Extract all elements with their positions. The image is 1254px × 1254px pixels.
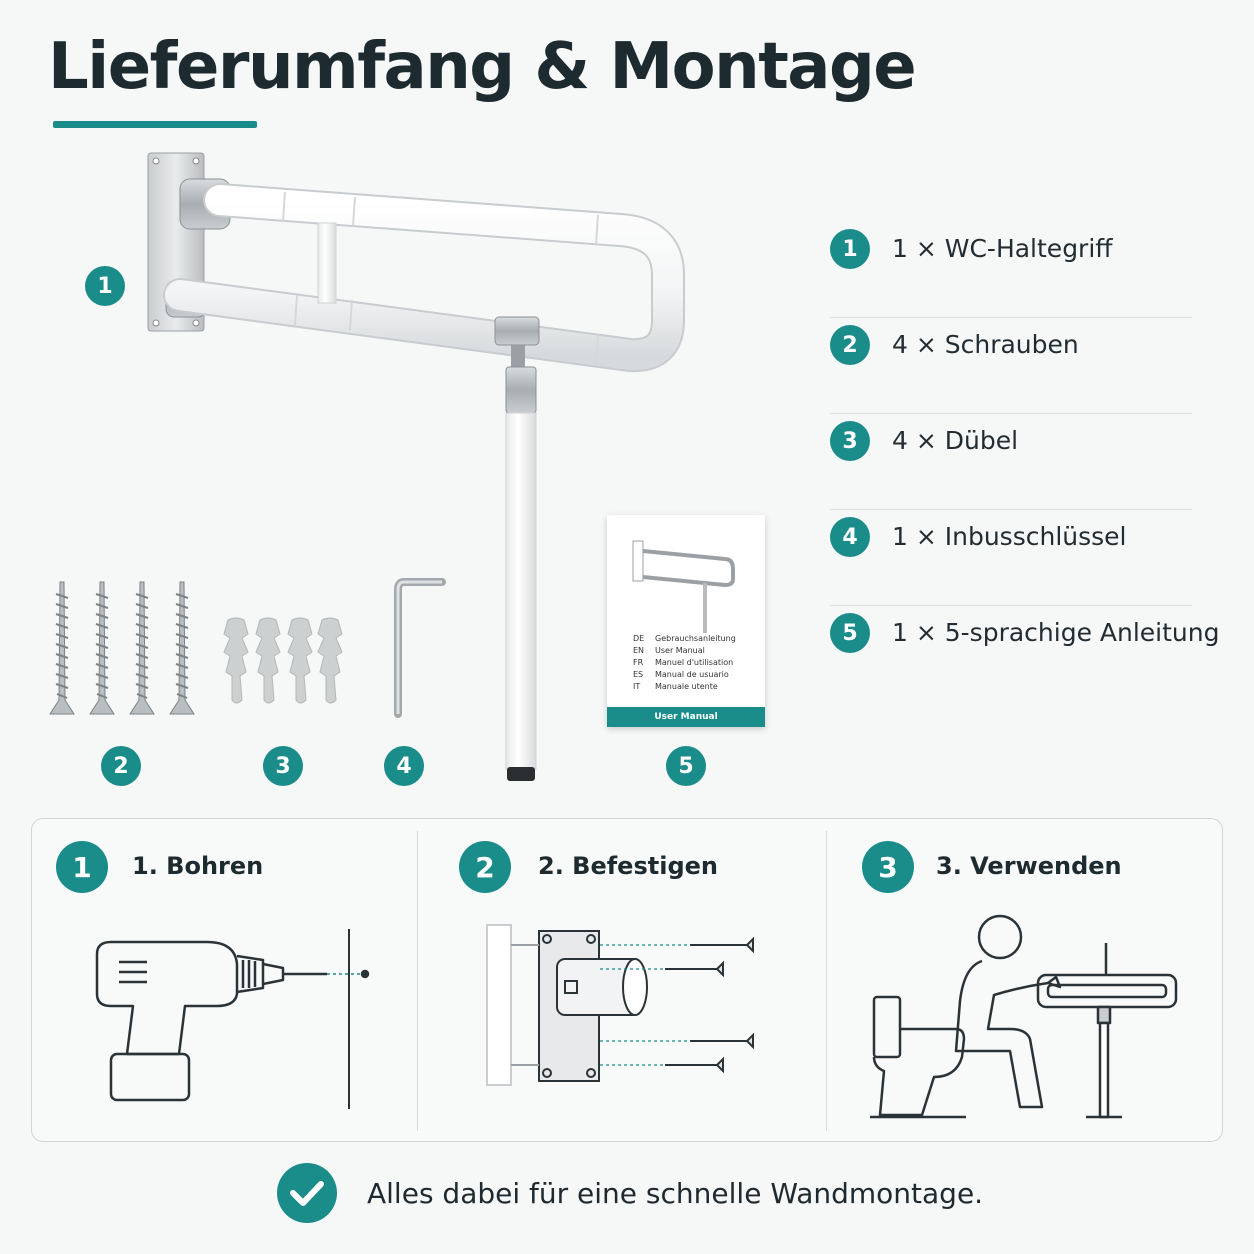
item-marker-4: 4 xyxy=(384,746,424,786)
step-number-badge: 3 xyxy=(862,841,914,893)
title-underline xyxy=(53,121,257,128)
checkmark-glyph xyxy=(290,1181,324,1206)
list-item: 5 1 × 5-sprachige Anleitung xyxy=(830,606,1219,701)
list-number-badge: 5 xyxy=(830,613,870,653)
list-item-label: 1 × Inbusschlüssel xyxy=(892,522,1127,551)
list-item: 1 1 × WC-Haltegriff xyxy=(830,222,1192,318)
person-toilet-icon xyxy=(870,914,1178,1119)
step-label: 1. Bohren xyxy=(132,852,264,880)
list-item: 2 4 × Schrauben xyxy=(830,318,1192,414)
list-item-label: 4 × Dübel xyxy=(892,426,1019,455)
drill-icon xyxy=(95,929,370,1109)
list-number-badge: 4 xyxy=(830,517,870,557)
step-number-badge: 1 xyxy=(56,841,108,893)
step-use: 3 3. Verwenden xyxy=(826,819,1222,1141)
step-divider xyxy=(417,831,418,1131)
list-item: 4 1 × Inbusschlüssel xyxy=(830,510,1192,606)
footer-note: Alles dabei für eine schnelle Wandmontag… xyxy=(277,1162,983,1224)
footer-text: Alles dabei für eine schnelle Wandmontag… xyxy=(367,1176,984,1210)
installation-steps-panel: 1 1. Bohren 2 2. Befestigen xyxy=(31,818,1223,1142)
step-drill: 1 1. Bohren xyxy=(32,819,417,1141)
contents-list: 1 1 × WC-Haltegriff 2 4 × Schrauben 3 4 … xyxy=(830,222,1219,701)
step-divider xyxy=(826,831,827,1131)
item-marker-1: 1 xyxy=(85,266,125,306)
mounting-icon xyxy=(486,924,754,1086)
step-number-badge: 2 xyxy=(459,841,511,893)
step-mount: 2 2. Befestigen xyxy=(417,819,826,1141)
manual-footer-label: User Manual xyxy=(607,707,765,727)
grab-bar-image xyxy=(147,152,685,781)
item-marker-2: 2 xyxy=(101,746,141,786)
list-number-badge: 3 xyxy=(830,421,870,461)
step-label: 3. Verwenden xyxy=(936,852,1122,880)
page-title: Lieferumfang & Montage xyxy=(48,30,917,104)
allen-key-image xyxy=(394,578,446,718)
list-item-label: 1 × 5-sprachige Anleitung xyxy=(892,618,1220,647)
list-number-badge: 1 xyxy=(830,229,870,269)
dowels-image xyxy=(223,617,343,704)
item-marker-5: 5 xyxy=(666,746,706,786)
list-item: 3 4 × Dübel xyxy=(830,414,1192,510)
item-marker-3: 3 xyxy=(263,746,303,786)
list-number-badge: 2 xyxy=(830,325,870,365)
step-label: 2. Befestigen xyxy=(538,852,718,880)
manual-grab-bar-icon xyxy=(632,540,735,633)
checkmark-icon xyxy=(277,1163,337,1223)
list-item-label: 1 × WC-Haltegriff xyxy=(892,234,1113,263)
list-item-label: 4 × Schrauben xyxy=(892,330,1079,359)
screws-image xyxy=(49,581,195,715)
